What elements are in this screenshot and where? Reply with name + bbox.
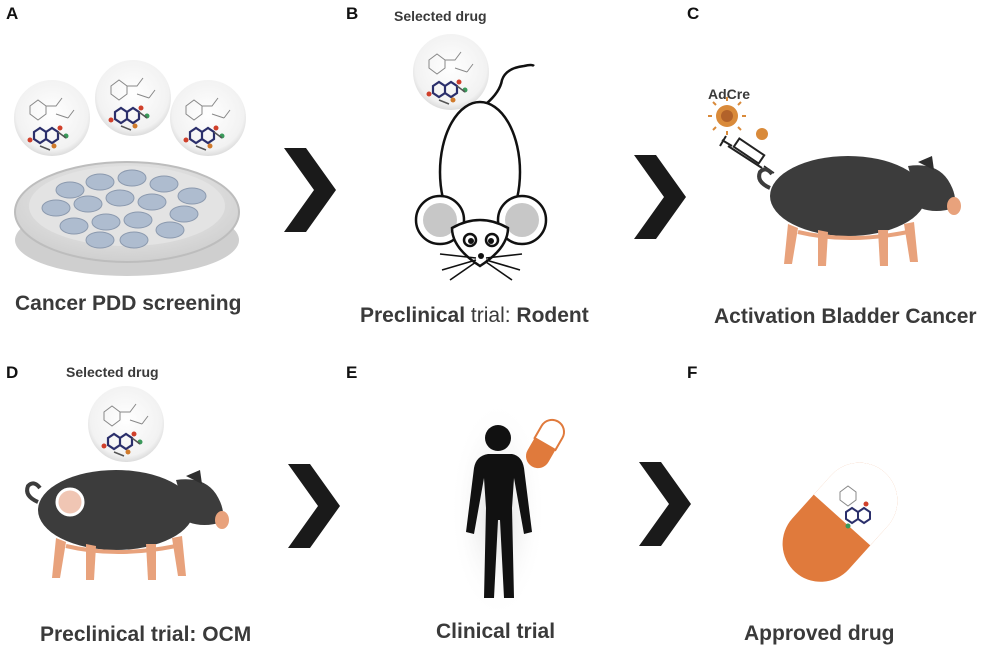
caption-d: Preclinical trial: OCM [40, 623, 252, 646]
adcre-label: AdCre [708, 86, 751, 102]
pig-icon [757, 154, 963, 268]
caption-b-part2: trial: [465, 304, 517, 327]
molecule-icon [411, 32, 491, 112]
caption-c: Activation Bladder Cancer [714, 305, 977, 328]
caption-b: Preclinical trial: Rodent [360, 304, 589, 328]
molecule-icon [839, 485, 871, 529]
syringe-icon [719, 135, 775, 174]
caption-f: Approved drug [744, 622, 895, 645]
panel-letter-c: C [687, 4, 700, 23]
molecule-icon [12, 78, 92, 158]
caption-b-part1: Preclinical [360, 304, 466, 327]
chevron-arrow-icon [634, 155, 686, 239]
capsule-icon [526, 418, 565, 469]
tumor-icon [55, 487, 85, 517]
human-silhouette-icon [466, 425, 532, 598]
pig-icon [25, 468, 231, 582]
chevron-arrow-icon [284, 148, 336, 232]
selected-drug-label-d: Selected drug [66, 364, 159, 380]
caption-b-part3: Rodent [516, 304, 589, 327]
capsule-icon [782, 462, 898, 582]
panel-letter-d: D [6, 363, 19, 382]
molecule-icon [86, 384, 166, 464]
panel-letter-e: E [346, 363, 358, 382]
molecule-icon [168, 78, 248, 158]
chevron-arrow-icon [288, 464, 340, 548]
molecule-icon [93, 58, 173, 138]
chevron-arrow-icon [639, 462, 691, 546]
virus-icon [708, 97, 768, 140]
mouse-icon [414, 63, 548, 281]
panel-letter-b: B [346, 4, 359, 23]
panel-letter-a: A [6, 4, 19, 23]
caption-e: Clinical trial [436, 620, 556, 643]
selected-drug-label-b: Selected drug [394, 8, 487, 24]
panel-letter-f: F [687, 363, 698, 382]
caption-a: Cancer PDD screening [15, 292, 242, 315]
petri-dish-icon [14, 161, 240, 276]
